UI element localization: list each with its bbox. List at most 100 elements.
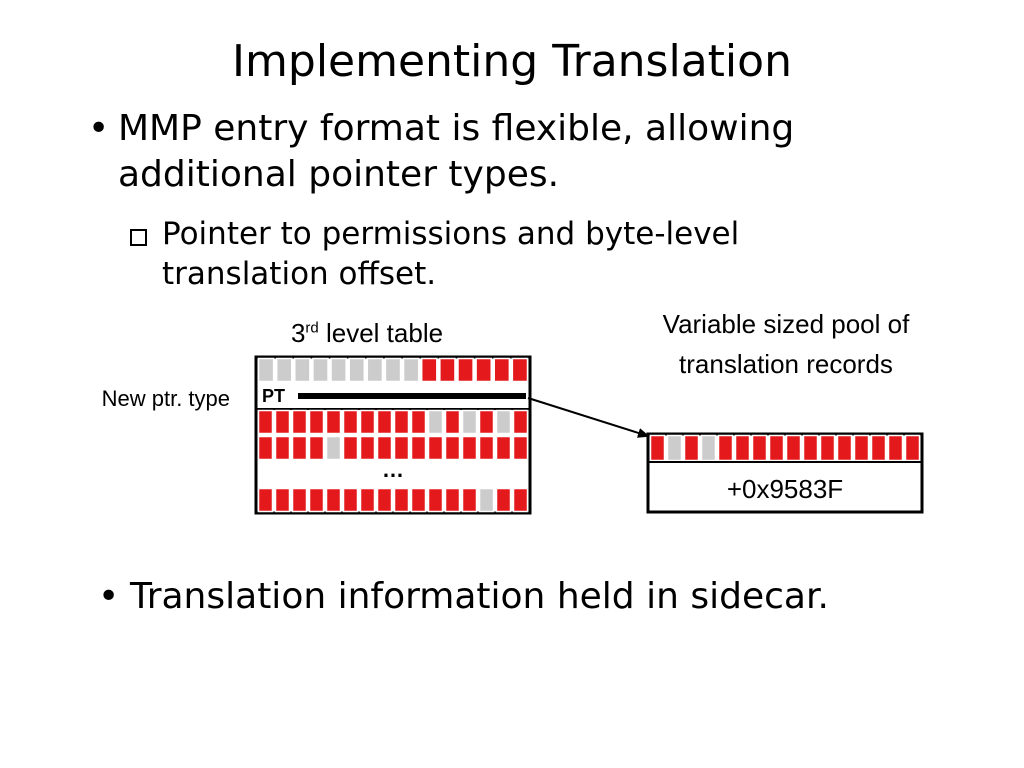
table-row-0-cell bbox=[312, 357, 329, 383]
table-row-0-cell bbox=[511, 357, 529, 383]
table-row-5-cell bbox=[444, 487, 461, 513]
table-row-3-cell bbox=[410, 435, 427, 461]
table-row-0-cell bbox=[330, 357, 347, 383]
table-row-3-cell bbox=[495, 435, 512, 461]
table-row-3-cell bbox=[478, 435, 495, 461]
table-row-3-cell bbox=[308, 435, 325, 461]
offset-value: +0x9583F bbox=[727, 474, 843, 504]
bullet-text: Translation information held in sidecar. bbox=[130, 576, 829, 617]
third-level-table-label: 3rd level table bbox=[290, 318, 444, 348]
table-row-5-cell bbox=[257, 487, 274, 513]
pointer-bar bbox=[298, 393, 526, 399]
table-row-2-cell bbox=[291, 409, 308, 435]
table-row-5-cell bbox=[393, 487, 410, 513]
table-row-3-cell bbox=[393, 435, 410, 461]
table-row-0-cell bbox=[402, 357, 420, 383]
table-row-2-cell bbox=[393, 409, 410, 435]
table-row-5-cell bbox=[427, 487, 444, 513]
bullet-sidecar: • Translation information held in sideca… bbox=[98, 574, 998, 620]
table-row-3-cell bbox=[325, 435, 342, 461]
table-row-5-cell bbox=[495, 487, 512, 513]
square-bullet-icon bbox=[130, 229, 147, 246]
bullet-mmp-format: • MMP entry format is flexible, allowing… bbox=[88, 106, 968, 198]
pool-label: Variable sized pool of translation recor… bbox=[662, 309, 910, 379]
table-row-0-cell bbox=[366, 357, 384, 383]
pointer-arrow bbox=[527, 397, 650, 438]
pool-row-cell bbox=[768, 434, 785, 462]
table-row-0-cell bbox=[457, 357, 474, 383]
table-row-2-cell bbox=[461, 409, 478, 435]
table-row-3-cell bbox=[257, 435, 274, 461]
new-ptr-type-label: New ptr. type bbox=[101, 386, 230, 411]
table-row-5-cell bbox=[512, 487, 529, 513]
table-row-5-cell bbox=[342, 487, 359, 513]
table-row-2-cell bbox=[478, 409, 495, 435]
table-row-5-cell bbox=[325, 487, 342, 513]
pool-row-cell bbox=[751, 434, 768, 462]
pt-label: PT bbox=[262, 386, 285, 406]
table-row-3-cell bbox=[274, 435, 291, 461]
table-row-5-cell bbox=[478, 487, 495, 513]
bullet-dot: • bbox=[88, 108, 110, 149]
table-frame bbox=[254, 355, 532, 515]
table-row-0-cell bbox=[257, 357, 275, 383]
table-row-3-cell bbox=[359, 435, 376, 461]
table-row-2-cell bbox=[274, 409, 291, 435]
slide-title: Implementing Translation bbox=[232, 36, 792, 87]
table-row-5-cell bbox=[291, 487, 308, 513]
table-row-0-cell bbox=[384, 357, 402, 383]
ellipsis-text: … bbox=[382, 457, 404, 482]
pool-row-cell bbox=[836, 434, 853, 462]
sub-bullet-text: Pointer to permissions and byte-level tr… bbox=[162, 216, 740, 292]
table-row-2-cell bbox=[427, 409, 444, 435]
table-row-2-cell bbox=[359, 409, 376, 435]
pool-row-cell bbox=[870, 434, 887, 462]
table-row-5-cell bbox=[376, 487, 393, 513]
table-row-2-cell bbox=[410, 409, 427, 435]
table-row-3-cell bbox=[512, 435, 529, 461]
table-row-0-cell bbox=[439, 357, 456, 383]
pool-row-cell bbox=[700, 434, 717, 462]
table-row-2-cell bbox=[512, 409, 529, 435]
pool-row-cell bbox=[649, 434, 666, 462]
pool-row-cell bbox=[853, 434, 870, 462]
table-row-0-cell bbox=[348, 357, 366, 383]
pool-row-cell bbox=[887, 434, 904, 462]
table-row-2-cell bbox=[444, 409, 461, 435]
table-row-5-cell bbox=[274, 487, 291, 513]
pool-row-cell bbox=[802, 434, 819, 462]
table-row-3-cell bbox=[444, 435, 461, 461]
table-row-5-cell bbox=[461, 487, 478, 513]
pool-row-cell bbox=[904, 434, 921, 462]
table-row-2-cell bbox=[325, 409, 342, 435]
table-row-0-cell bbox=[475, 357, 492, 383]
pool-row-cell bbox=[734, 434, 751, 462]
sub-bullet-pointer: Pointer to permissions and byte-level tr… bbox=[130, 214, 890, 294]
pool-row-cell bbox=[683, 434, 700, 462]
table-row-2-cell bbox=[376, 409, 393, 435]
table-row-2-cell bbox=[257, 409, 274, 435]
table-row-0-cell bbox=[493, 357, 511, 383]
table-row-5-cell bbox=[410, 487, 427, 513]
table-row-0-cell bbox=[275, 357, 293, 383]
bullet-dot: • bbox=[98, 576, 120, 617]
table-row-3-cell bbox=[342, 435, 359, 461]
translation-pool: +0x9583F bbox=[646, 432, 924, 514]
table-row-5-cell bbox=[308, 487, 325, 513]
table-row-3-cell bbox=[291, 435, 308, 461]
table-row-2-cell bbox=[495, 409, 512, 435]
table-row-3-cell bbox=[461, 435, 478, 461]
table-row-0-cell bbox=[420, 357, 438, 383]
table-row-0-cell bbox=[294, 357, 311, 383]
third-level-table: PT … bbox=[254, 355, 532, 515]
pool-row-cell bbox=[785, 434, 802, 462]
table-row-2-cell bbox=[342, 409, 359, 435]
bullet-text: MMP entry format is flexible, allowing a… bbox=[118, 108, 795, 195]
table-row-3-cell bbox=[376, 435, 393, 461]
pool-row-cell bbox=[819, 434, 836, 462]
table-row-5-cell bbox=[359, 487, 376, 513]
pool-row-cell bbox=[717, 434, 734, 462]
table-row-3-cell bbox=[427, 435, 444, 461]
table-row-2-cell bbox=[308, 409, 325, 435]
